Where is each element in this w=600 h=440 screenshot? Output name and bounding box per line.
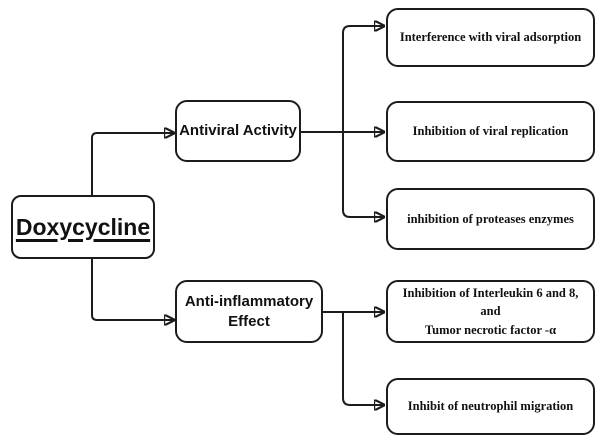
node-doxycycline: Doxycycline <box>11 195 155 259</box>
node-interference-viral-adsorption-label: Interference with viral adsorption <box>399 30 582 45</box>
node-inhibition-viral-replication-label: Inhibition of viral replication <box>412 124 569 139</box>
edge-doxycycline-to-antiviral <box>91 133 174 197</box>
node-interference-viral-adsorption: Interference with viral adsorption <box>386 8 595 67</box>
node-antiviral-activity-label: Antiviral Activity <box>179 122 297 140</box>
node-inhibition-proteases-enzymes: inhibition of proteases enzymes <box>386 188 595 250</box>
edge-antiinflammatory-to-neutrophil <box>342 312 384 405</box>
node-antiviral-activity: Antiviral Activity <box>175 100 301 162</box>
node-anti-inflammatory-effect: Anti-inflammatory Effect <box>175 280 323 343</box>
edge-antiviral-to-proteases <box>342 132 384 217</box>
node-inhibition-viral-replication: Inhibition of viral replication <box>386 101 595 162</box>
node-inhibition-proteases-enzymes-label: inhibition of proteases enzymes <box>407 211 574 226</box>
edge-antiviral-to-viral-adsorption <box>342 26 384 132</box>
node-inhibit-neutrophil-migration-label: Inhibit of neutrophil migration <box>407 399 574 414</box>
node-anti-inflammatory-effect-label: Anti-inflammatory Effect <box>184 293 314 330</box>
node-inhibition-interleukin-tnf-label: Inhibition of Interleukin 6 and 8, and T… <box>402 286 579 337</box>
edge-doxycycline-to-antiinflammatory <box>91 258 174 320</box>
node-inhibit-neutrophil-migration: Inhibit of neutrophil migration <box>386 378 595 435</box>
node-inhibition-interleukin-tnf: Inhibition of Interleukin 6 and 8, and T… <box>386 280 595 343</box>
node-doxycycline-label: Doxycycline <box>15 213 151 240</box>
